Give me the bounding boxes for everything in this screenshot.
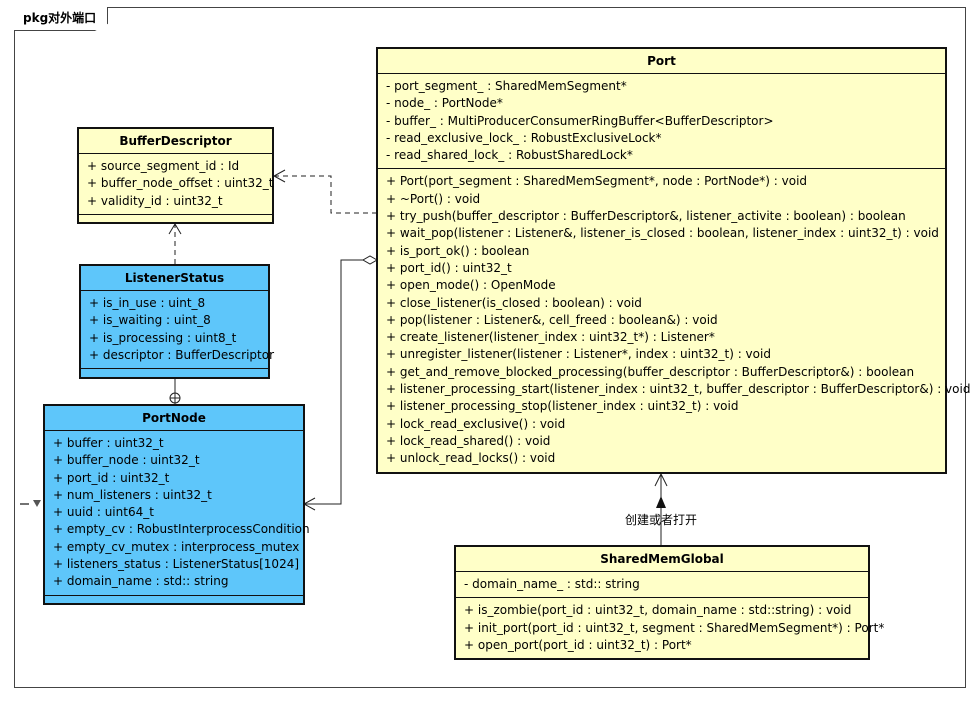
association-direction-triangle	[656, 496, 666, 508]
attribute: - read_exclusive_lock_ : RobustExclusive…	[386, 130, 662, 145]
attribute: + validity_id : uint32_t	[87, 193, 223, 208]
operation: + is_zombie(port_id : uint32_t, domain_n…	[464, 603, 852, 618]
left-edge-triangle	[33, 500, 41, 507]
port-to-bufferdescriptor-dependency	[274, 175, 377, 214]
operation: + open_mode() : OpenMode	[386, 278, 556, 293]
attribute: + num_listeners : uint32_t	[53, 487, 212, 502]
operations-section	[45, 596, 303, 600]
attribute: + descriptor : BufferDescriptor	[89, 347, 275, 362]
class-title: PortNode	[45, 406, 303, 431]
attribute: + port_id : uint32_t	[53, 470, 170, 485]
attribute: + uuid : uint64_t	[53, 505, 154, 520]
operation: + get_and_remove_blocked_processing(buff…	[386, 364, 915, 379]
class-listenerstatus[interactable]: ListenerStatus + is_in_use : uint_8 + is…	[79, 264, 275, 379]
class-title: SharedMemGlobal	[456, 547, 868, 572]
attributes-section: + buffer : uint32_t + buffer_node : uint…	[45, 431, 310, 596]
attribute: - read_shared_lock_ : RobustSharedLock*	[386, 148, 633, 163]
operation: + lock_read_shared() : void	[386, 433, 551, 448]
attribute: - node_ : PortNode*	[386, 96, 503, 111]
operation: + unlock_read_locks() : void	[386, 451, 556, 466]
operation: + create_listener(listener_index : uint3…	[386, 330, 715, 345]
attribute: - buffer_ : MultiProducerConsumerRingBuf…	[386, 113, 774, 128]
operations-section	[79, 215, 272, 219]
operations-section	[81, 369, 268, 373]
association-arrowhead	[654, 472, 668, 487]
class-port[interactable]: Port - port_segment_ : SharedMemSegment*…	[376, 47, 971, 474]
class-sharedmemglobal[interactable]: SharedMemGlobal - domain_name_ : std:: s…	[454, 545, 885, 660]
operation: + Port(port_segment : SharedMemSegment*,…	[386, 174, 808, 189]
attribute: + is_waiting : uint_8	[89, 313, 211, 328]
operation: + listener_processing_stop(listener_inde…	[386, 399, 739, 414]
class-title: BufferDescriptor	[79, 129, 272, 154]
attributes-section: - port_segment_ : SharedMemSegment* - no…	[378, 74, 945, 170]
attribute: + domain_name : std:: string	[53, 574, 229, 589]
attribute: + source_segment_id : Id	[87, 159, 240, 173]
class-title: Port	[378, 49, 945, 74]
class-title: ListenerStatus	[81, 266, 268, 291]
operation: + unregister_listener(listener : Listene…	[386, 347, 771, 362]
operation: + lock_read_exclusive() : void	[386, 416, 566, 431]
dependency-arrowhead	[272, 169, 286, 183]
attribute: + buffer : uint32_t	[53, 436, 164, 450]
attribute: + is_in_use : uint_8	[89, 296, 206, 310]
operation: + init_port(port_id : uint32_t, segment …	[464, 620, 885, 635]
attributes-section: - domain_name_ : std:: string	[456, 572, 868, 599]
attribute: + buffer_node : uint32_t	[53, 453, 200, 468]
class-portnode[interactable]: PortNode + buffer : uint32_t + buffer_no…	[43, 404, 310, 605]
attribute: - domain_name_ : std:: string	[464, 577, 640, 591]
attribute: + buffer_node_offset : uint32_t	[87, 176, 274, 191]
operation: + is_port_ok() : boolean	[386, 243, 530, 258]
operation: + open_port(port_id : uint32_t) : Port*	[464, 637, 692, 652]
attribute: + empty_cv_mutex : interprocess_mutex	[53, 539, 300, 554]
operation: + close_listener(is_closed : boolean) : …	[386, 295, 642, 310]
operations-section: + is_zombie(port_id : uint32_t, domain_n…	[456, 598, 885, 658]
package-title: pkg对外端口	[14, 7, 108, 31]
operation: + ~Port() : void	[386, 191, 481, 206]
operations-section: + Port(port_segment : SharedMemSegment*,…	[378, 169, 971, 471]
dependency-arrowhead	[168, 223, 182, 235]
attribute: + listeners_status : ListenerStatus[1024…	[53, 557, 300, 572]
attributes-section: + is_in_use : uint_8 + is_waiting : uint…	[81, 291, 275, 370]
attribute: - port_segment_ : SharedMemSegment*	[386, 79, 627, 93]
attributes-section: + source_segment_id : Id + buffer_node_o…	[79, 154, 274, 215]
package-frame	[14, 7, 966, 688]
association-label: 创建或者打开	[625, 513, 698, 527]
operation: + port_id() : uint32_t	[386, 260, 512, 275]
operation: + try_push(buffer_descriptor : BufferDes…	[386, 209, 906, 224]
operation: + listener_processing_start(listener_ind…	[386, 382, 971, 397]
class-bufferdescriptor[interactable]: BufferDescriptor + source_segment_id : I…	[77, 127, 274, 224]
aggregation-diamond	[361, 255, 379, 265]
operation: + pop(listener : Listener&, cell_freed :…	[386, 312, 718, 327]
operation: + wait_pop(listener : Listener&, listene…	[386, 226, 939, 241]
port-portnode-aggregation	[304, 259, 377, 505]
attribute: + is_processing : uint8_t	[89, 330, 237, 345]
attribute: + empty_cv : RobustInterprocessCondition	[53, 522, 310, 537]
